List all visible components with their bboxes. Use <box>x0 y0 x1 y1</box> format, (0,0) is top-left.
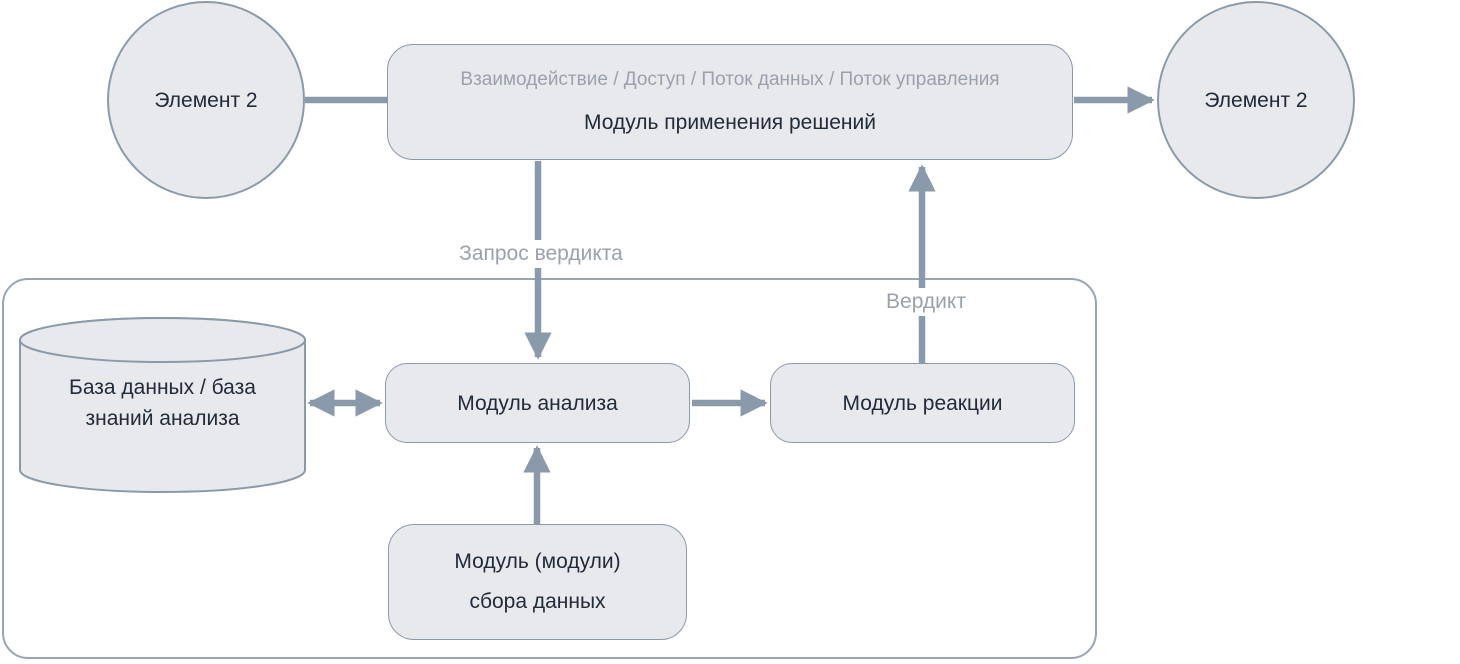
node-reaction-module: Модуль реакции <box>770 363 1075 443</box>
node-collection-module-line2: сбора данных <box>469 590 606 613</box>
node-element-right: Элемент 2 <box>1157 1 1355 199</box>
edge-label-verdict-request: Запрос вердикта <box>437 240 645 268</box>
node-collection-module: Модуль (модули) сбора данных <box>388 524 687 640</box>
node-database-label-line1: База данных / база <box>69 376 256 399</box>
node-decision-module-title: Модуль применения решений <box>584 110 876 134</box>
node-analysis-module: Модуль анализа <box>385 363 690 443</box>
node-element-right-label: Элемент 2 <box>1204 88 1308 112</box>
database-cylinder-shape <box>19 317 306 493</box>
node-element-left-label: Элемент 2 <box>154 88 258 112</box>
node-decision-module: Взаимодействие / Доступ / Поток данных /… <box>387 44 1073 160</box>
edge-label-verdict: Вердикт <box>872 288 980 316</box>
node-reaction-module-label: Модуль реакции <box>842 391 1003 415</box>
subsystem-container-frame <box>2 278 1097 659</box>
node-decision-module-subtitle: Взаимодействие / Доступ / Поток данных /… <box>460 68 1000 90</box>
node-analysis-module-label: Модуль анализа <box>457 391 618 415</box>
node-collection-module-line1: Модуль (модули) <box>454 550 621 573</box>
node-database-label: База данных / база знаний анализа <box>20 372 305 434</box>
node-element-left: Элемент 2 <box>107 1 305 199</box>
node-database-label-line2: знаний анализа <box>85 407 240 430</box>
